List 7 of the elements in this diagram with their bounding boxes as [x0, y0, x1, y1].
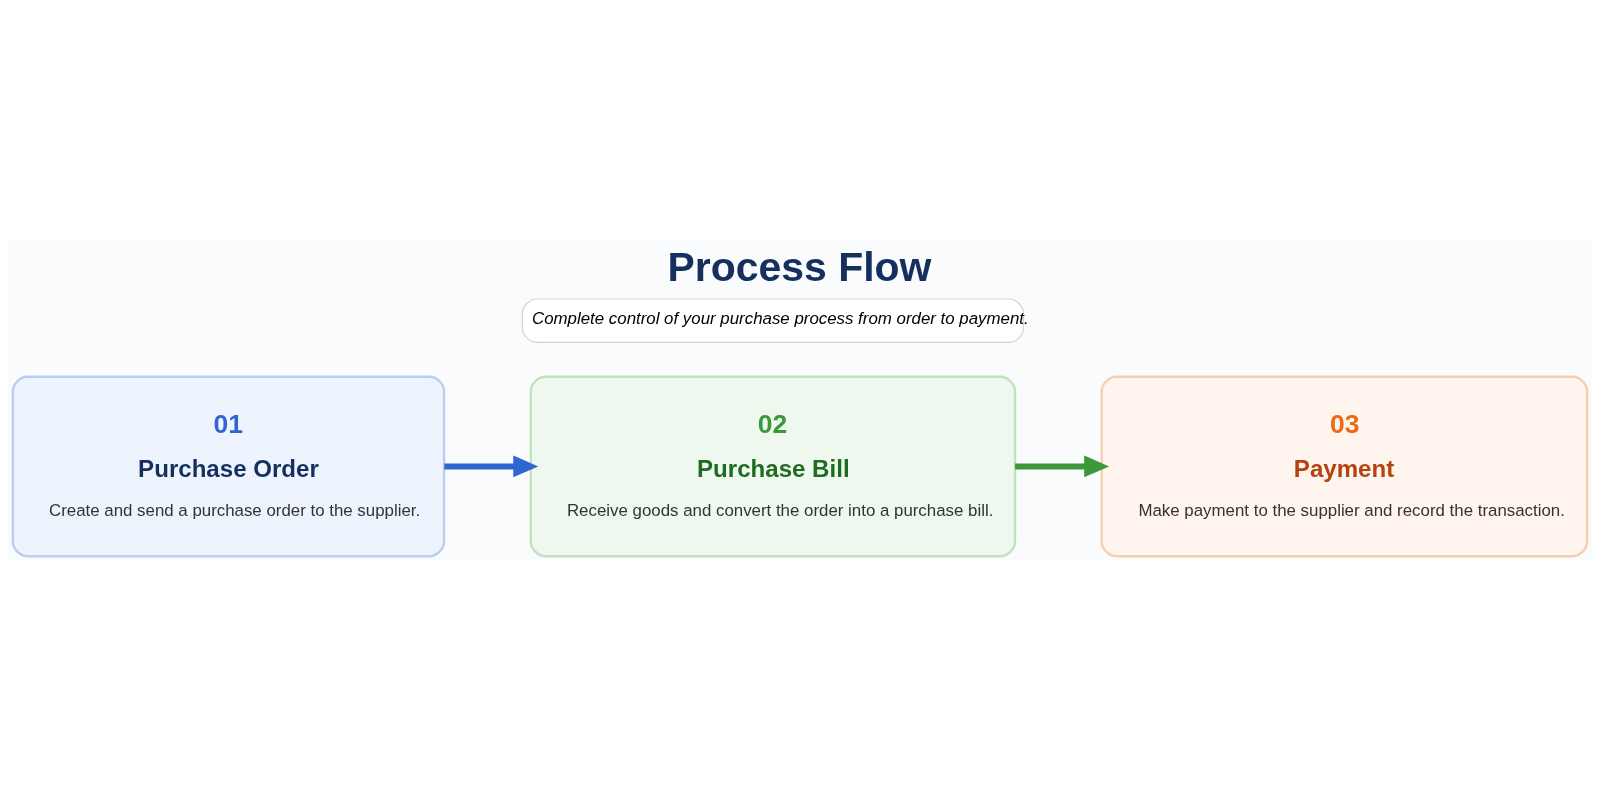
- arrow: [1015, 455, 1110, 477]
- label: Complete control of your purchase process from order to payment.: [532, 308, 1029, 328]
- node-box: 03 Payment Make payment to the supplier and record the transaction.: [1100, 375, 1589, 557]
- node-box: 01 Purchase Order Create and send a purchase order to the supplier.: [11, 375, 446, 557]
- node-box: 02 Purchase Bill Receive goods and convert the order into a purchase bill.: [529, 375, 1017, 557]
- diagram-title: Process Flow: [667, 243, 932, 290]
- arrow: [444, 455, 539, 477]
